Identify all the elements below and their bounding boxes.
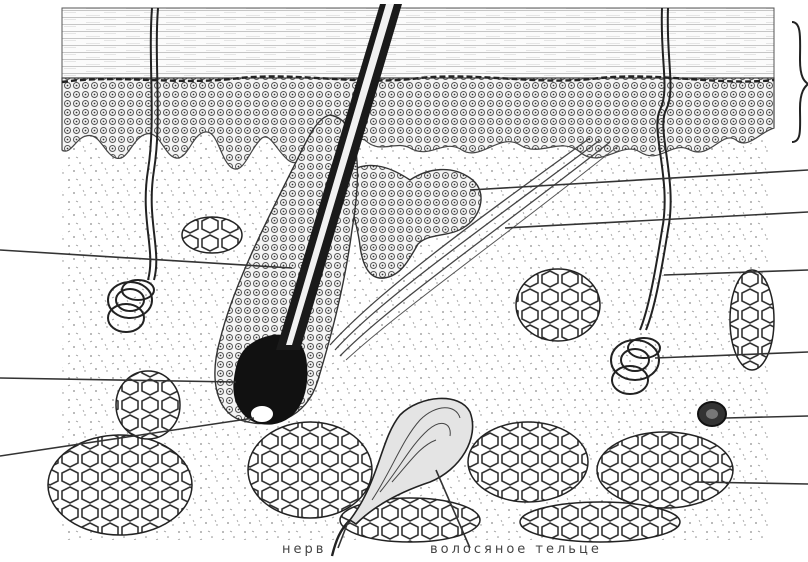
blood-vessel — [698, 402, 726, 426]
layer-brace — [792, 22, 808, 142]
caption-lamellar-corpuscle: волосяное тельце — [430, 541, 602, 559]
caption-nerve: нерв — [282, 541, 326, 559]
hair-papilla — [250, 405, 274, 423]
